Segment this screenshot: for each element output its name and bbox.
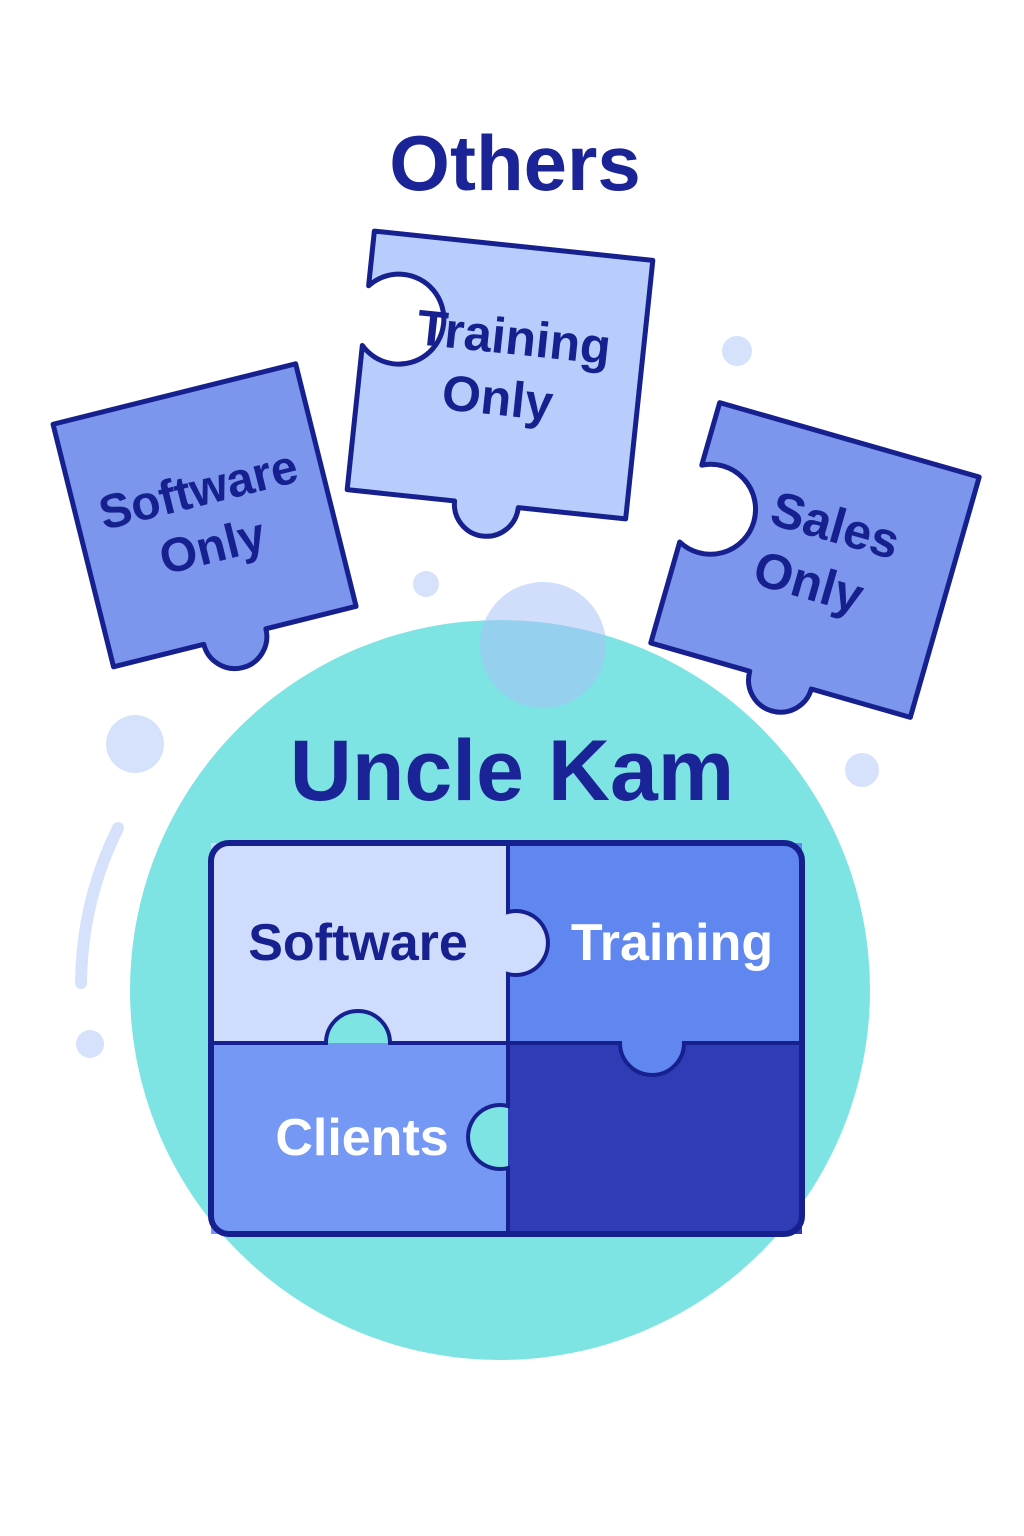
puzzle-piece-top-left — [211, 843, 548, 1043]
puzzle-piece-bottom-left — [211, 1043, 508, 1234]
assembled-puzzle: Software Training Clients — [208, 840, 805, 1237]
puzzle-piece-top-right — [508, 843, 802, 1075]
decor-dot — [722, 336, 752, 366]
decor-dot — [845, 753, 879, 787]
decor-dot — [106, 715, 164, 773]
puzzle-label-training: Training — [571, 914, 773, 972]
decor-arc — [75, 822, 124, 989]
puzzle-label-software: Software — [248, 914, 468, 972]
decor-dot — [76, 1030, 104, 1058]
loose-piece-training-only: Training Only — [344, 228, 656, 539]
loose-piece-sales-only: Sales Only — [648, 400, 982, 720]
loose-piece-software-only: Software Only — [50, 361, 359, 672]
others-title: Others — [389, 119, 640, 207]
uncle-kam-title: Uncle Kam — [290, 723, 735, 819]
puzzle-label-clients: Clients — [275, 1109, 448, 1167]
piece-label: Only — [439, 364, 556, 431]
decor-bubble — [480, 582, 606, 708]
decor-dot — [413, 571, 439, 597]
